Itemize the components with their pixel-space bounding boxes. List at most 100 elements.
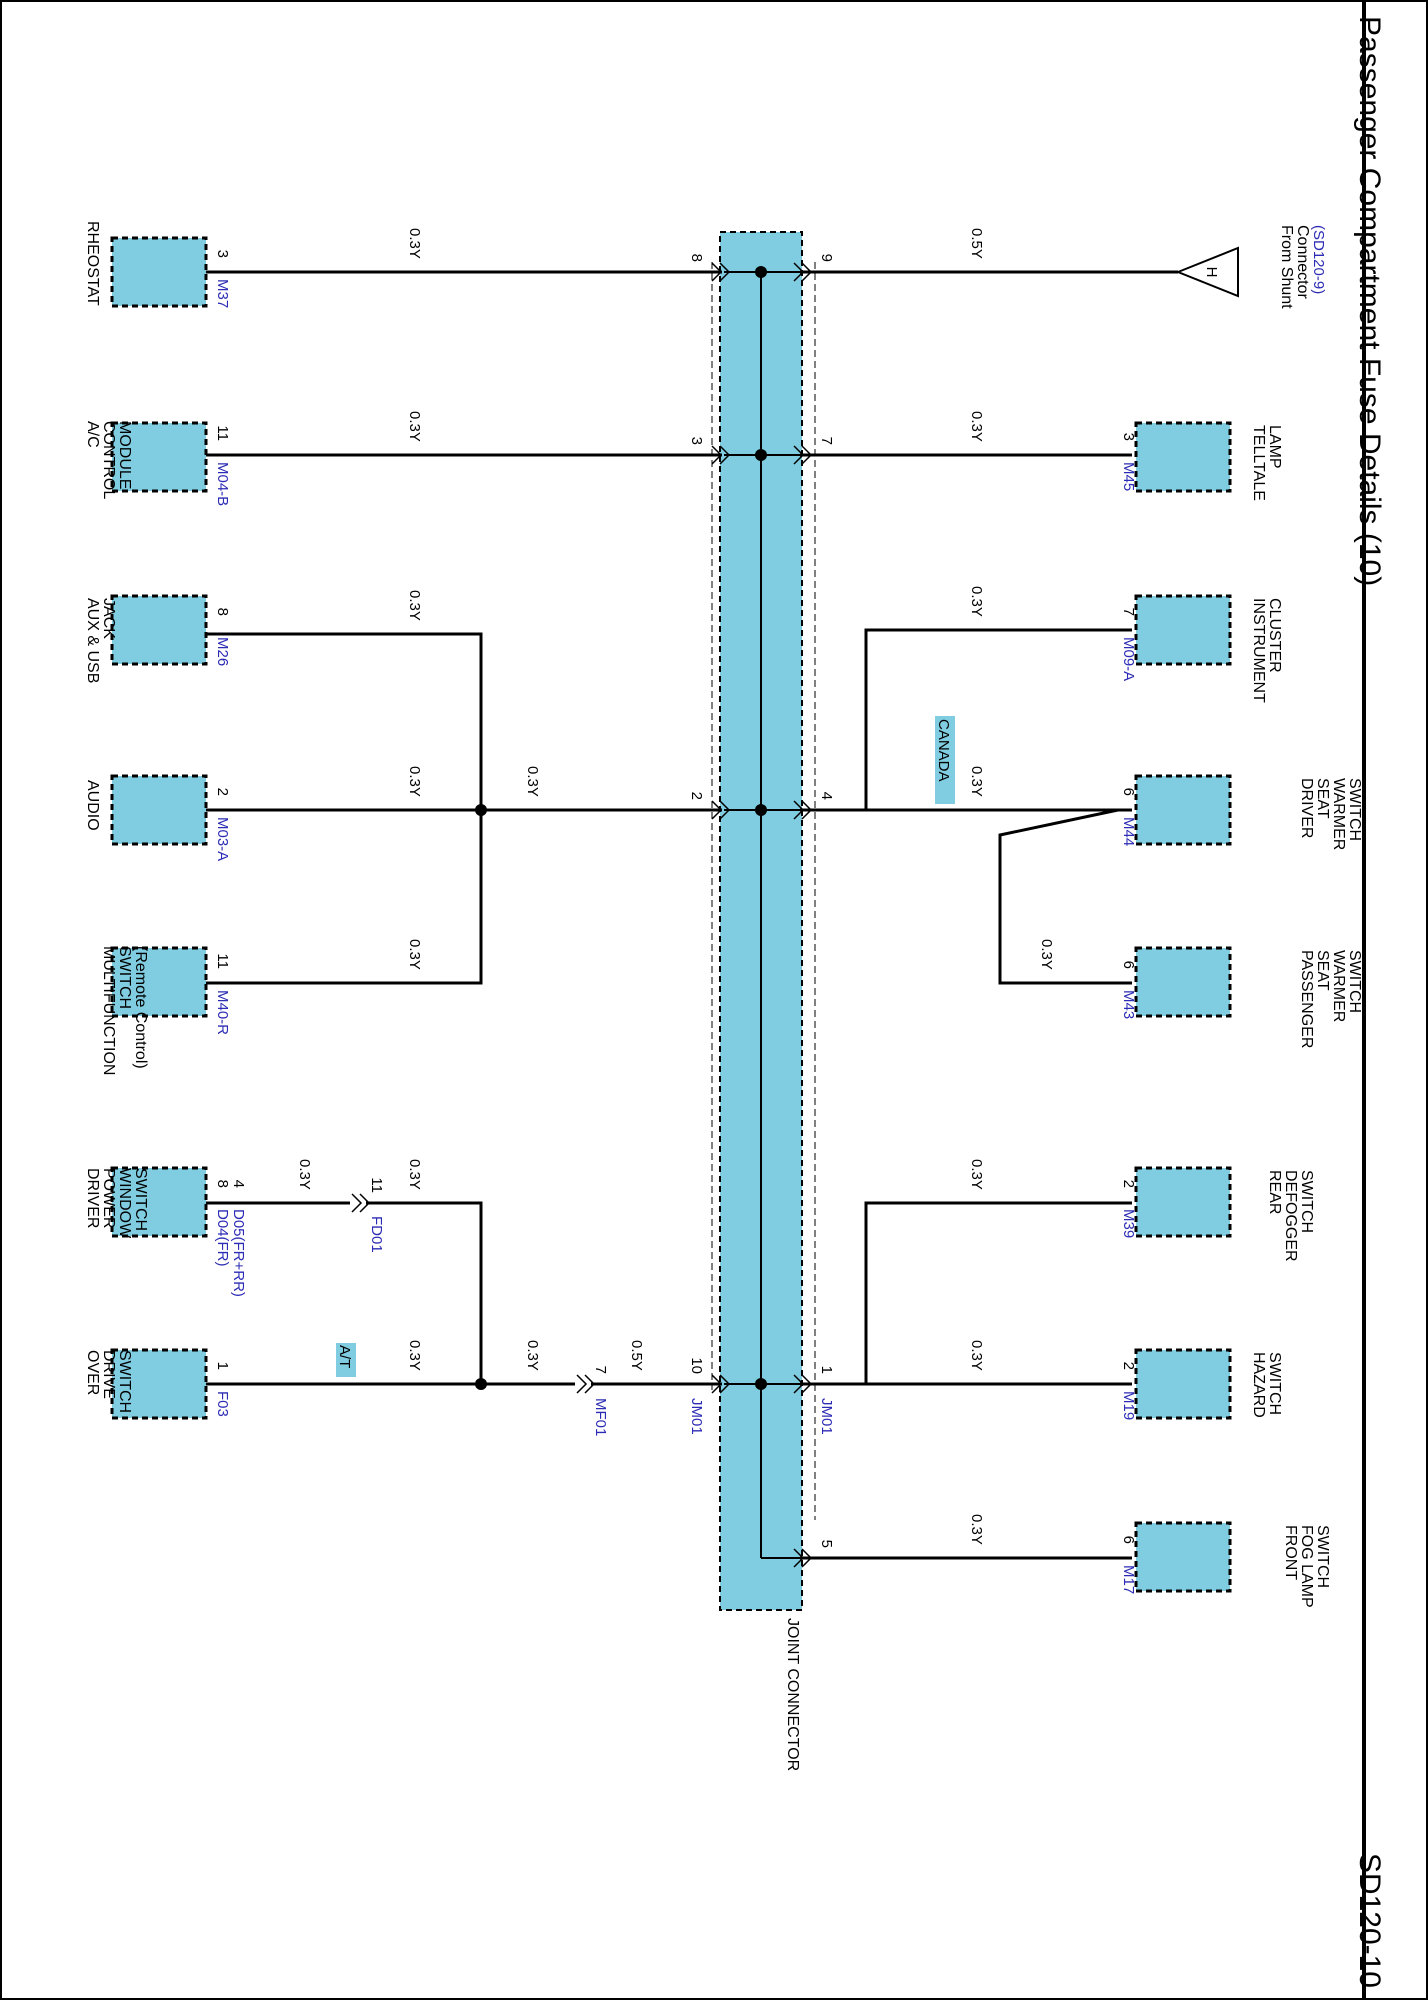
wire-label-rheostat: 0.3Y [406,228,423,259]
pin-audio: 2 [214,788,231,796]
option-canada-badge [935,716,955,804]
wire-cluster [800,628,1132,812]
component-hazard-switch [1134,1348,1232,1420]
conn-rear-defogger: M39 [1120,1209,1137,1238]
component-driver-window-switch [110,1166,208,1238]
component-front-fog-switch [1134,1521,1232,1593]
label-telltale: TELLTALE LAMP [1250,425,1283,505]
joint-pin-8: 8 [688,254,705,262]
conn-aux: M26 [214,637,231,666]
conn-rheostat: M37 [214,279,231,308]
option-at-badge [336,1343,356,1377]
wire-passenger-seat [998,808,1132,985]
conn-ac: M04-B [214,462,231,506]
joint-pin-5: 5 [818,1540,835,1548]
conn-audio: M03-A [214,817,231,861]
joint-pin-10: 10 [688,1357,705,1374]
wire-label-driver-seat: 0.3Y [968,766,985,797]
wire-label-fd01-right: 0.3Y [406,1159,423,1190]
pin-driver-window-2: 4 [230,1180,247,1188]
pin-driver-seat: 6 [1120,788,1137,796]
wire-label-audio: 0.3Y [406,766,423,797]
label-rheostat: RHEOSTAT [84,221,101,306]
pin-ac: 11 [214,425,231,441]
conn-telltale: M45 [1120,462,1137,491]
wire-label-audio-joint: 0.3Y [524,766,541,797]
wire-label-multifunction: 0.3Y [406,939,423,970]
wire-label-telltale: 0.3Y [968,411,985,442]
component-rheostat [110,236,208,308]
option-canada: CANADA [935,719,952,782]
component-driver-seat-warmer [1134,774,1232,846]
label-rear-defogger: REAR DEFOGGER SWITCH [1266,1170,1315,1266]
option-at: A/T [336,1345,353,1368]
label-ac: A/C CONTROL MODULE [84,421,133,503]
joint-pin-4: 4 [818,792,835,800]
wire-label-front-fog: 0.3Y [968,1514,985,1545]
component-rear-defogger-switch [1134,1166,1232,1238]
fd01-connector-mark [351,1193,371,1213]
shunt-symbol-letter: H [1203,267,1220,278]
pin-overdrive: 1 [214,1362,231,1370]
label-hazard: HAZARD SWITCH [1250,1352,1283,1422]
mf01-connector-mark [576,1374,596,1394]
wire-label-rear-defogger: 0.3Y [968,1159,985,1190]
wire-label-hazard: 0.3Y [968,1340,985,1371]
joint-pin-7: 7 [818,437,835,445]
pin-front-fog: 6 [1120,1536,1137,1544]
label-cluster: INSTRUMENT CLUSTER [1250,598,1283,707]
wire-label-cluster: 0.3Y [968,586,985,617]
conn-front-fog: M17 [1120,1565,1137,1594]
joint-connector-id-top: JM01 [818,1398,835,1435]
pin-rear-defogger: 2 [1120,1180,1137,1188]
component-multifunction-switch [110,946,208,1018]
wire-label-passenger-seat: 0.3Y [1038,939,1055,970]
shunt-label: From Shunt Connector (SD120-9) [1278,225,1327,313]
pin-passenger-seat: 6 [1120,961,1137,969]
shunt-connector-symbol [1175,246,1239,298]
label-driver-window: DRIVER POWER WINDOW SWITCH [84,1168,149,1243]
joint-pin-3: 3 [688,437,705,445]
label-audio: AUDIO [84,780,101,831]
wire-label-mf01-left: 0.3Y [524,1340,541,1371]
joint-connector-label: JOINT CONNECTOR [784,1618,801,1771]
component-passenger-seat-warmer [1134,946,1232,1018]
conn-hazard: M19 [1120,1391,1137,1420]
wire-label-shunt: 0.5Y [968,228,985,259]
pin-fd01: 11 [368,1177,385,1193]
pin-multifunction: 11 [214,953,231,969]
pin-mf01: 7 [592,1366,609,1374]
component-audio [110,774,208,846]
wire-label-overdrive: 0.3Y [406,1340,423,1371]
conn-multifunction: M40-R [214,990,231,1035]
conn-driver-window-2: D05(FR+RR) [230,1209,247,1297]
pin-hazard: 2 [1120,1362,1137,1370]
label-multifunction: MULTIFUNCTION SWITCH (Remote Control) [100,946,149,1080]
conn-driver-seat: M44 [1120,817,1137,846]
label-front-fog: FRONT FOG LAMP SWITCH [1282,1525,1331,1612]
joint-pin-9: 9 [818,254,835,262]
conn-overdrive: F03 [214,1391,231,1417]
component-instrument-cluster [1134,594,1232,666]
wire-label-mf01-right: 0.5Y [628,1340,645,1371]
label-passenger-seat: PASSENGER SEAT WARMER SWITCH [1298,950,1363,1053]
splice-audio [475,804,487,816]
conn-fd01: FD01 [368,1216,385,1253]
component-aux-usb-jack [110,594,208,666]
splice-overdrive [475,1378,487,1390]
component-ac-control-module [110,421,208,493]
pin-cluster: 7 [1120,608,1137,616]
joint-pin-2: 2 [688,792,705,800]
component-telltale-lamp [1134,421,1232,493]
component-overdrive-switch [110,1348,208,1420]
pin-aux: 8 [214,608,231,616]
label-aux: AUX & USB JACK [84,598,117,688]
label-overdrive: OVER DRIVE SWITCH [84,1350,133,1413]
conn-mf01: MF01 [592,1398,609,1436]
conn-cluster: M09-A [1120,637,1137,681]
page-code: SD120-10 [1353,1853,1386,1988]
wire-label-ac: 0.3Y [406,411,423,442]
wire-label-fd01-left: 0.3Y [296,1159,313,1190]
